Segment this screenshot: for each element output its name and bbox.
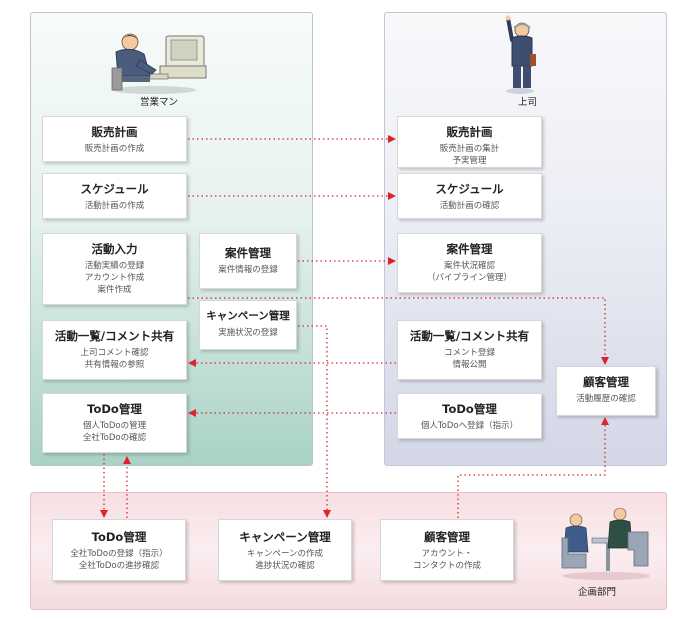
boss-schedule-sub: 活動計画の確認 (439, 201, 500, 211)
manager-raising-hand-icon (505, 15, 536, 94)
sales-activity-list-title: 活動一覧/コメント共有 (54, 329, 175, 343)
boss-sales-plan-title: 販売計画 (446, 125, 493, 139)
arrow-activity-to-customer (188, 297, 609, 365)
dept-campaign-sub: キャンペーンの作成 進捗状況の確認 (246, 549, 324, 571)
boss-activity-list-sub: コメント登録 情報公開 (443, 348, 495, 370)
sales-deal-sub: 案件情報の登録 (218, 265, 278, 275)
sales-role-label: 営業マン (140, 97, 179, 108)
sales-todo-sub: 個人ToDoの管理 全社ToDoの確認 (82, 421, 147, 443)
arrow-dept-customer-up (457, 417, 609, 518)
dept-todo-title: ToDo管理 (91, 530, 147, 544)
sales-campaign-box: キャンペーン管理 実施状況の登録 (199, 300, 297, 350)
sales-todo-title: ToDo管理 (87, 402, 142, 416)
boss-customer-sub: 活動履歴の確認 (576, 394, 636, 404)
sales-schedule-sub: 活動計画の作成 (84, 201, 145, 211)
boss-todo-title: ToDo管理 (442, 402, 497, 416)
activity-input-title: 活動入力 (91, 242, 138, 256)
boss-schedule-box: スケジュール 活動計画の確認 (397, 173, 542, 219)
sales-schedule-box: スケジュール 活動計画の作成 (42, 173, 187, 219)
boss-sales-plan-sub: 販売計画の集計 予実管理 (439, 144, 500, 166)
dept-campaign-title: キャンペーン管理 (239, 530, 331, 544)
sales-schedule-title: スケジュール (80, 182, 149, 196)
dept-customer-box: 顧客管理 アカウント・ コンタクトの作成 (380, 519, 514, 581)
boss-customer-title: 顧客管理 (583, 375, 629, 389)
boss-sales-plan-box: 販売計画 販売計画の集計 予実管理 (397, 116, 542, 168)
dept-customer-title: 顧客管理 (424, 530, 470, 544)
dept-todo-sub: 全社ToDoの登録（指示） 全社ToDoの進捗確認 (70, 549, 168, 571)
boss-deal-sub: 案件状況確認 （パイプライン管理） (426, 261, 512, 283)
boss-deal-title: 案件管理 (446, 242, 493, 256)
sales-campaign-sub: 実施状況の登録 (218, 328, 278, 338)
boss-deal-box: 案件管理 案件状況確認 （パイプライン管理） (397, 233, 542, 293)
sales-plan-sub: 販売計画の作成 (84, 144, 145, 154)
dept-todo-box: ToDo管理 全社ToDoの登録（指示） 全社ToDoの進捗確認 (52, 519, 186, 581)
activity-input-sub: 活動実績の登録 アカウント作成 案件作成 (84, 261, 145, 295)
boss-activity-list-box: 活動一覧/コメント共有 コメント登録 情報公開 (397, 320, 542, 380)
activity-input-box: 活動入力 活動実績の登録 アカウント作成 案件作成 (42, 233, 187, 305)
dept-campaign-box: キャンペーン管理 キャンペーンの作成 進捗状況の確認 (218, 519, 352, 581)
boss-schedule-title: スケジュール (435, 182, 504, 196)
dept-customer-sub: アカウント・ コンタクトの作成 (412, 549, 481, 571)
arrow-campaign-down (298, 325, 331, 518)
sales-campaign-title: キャンペーン管理 (206, 310, 290, 322)
sales-deal-box: 案件管理 案件情報の登録 (199, 233, 297, 289)
sales-activity-list-box: 活動一覧/コメント共有 上司コメント確認 共有情報の参照 (42, 320, 187, 380)
sales-todo-box: ToDo管理 個人ToDoの管理 全社ToDoの確認 (42, 393, 187, 453)
meeting-people-icon (561, 507, 650, 580)
salesman-at-computer-icon (111, 33, 207, 94)
boss-activity-list-title: 活動一覧/コメント共有 (409, 329, 530, 343)
boss-todo-box: ToDo管理 個人ToDoへ登録（指示） (397, 393, 542, 439)
boss-customer-box: 顧客管理 活動履歴の確認 (556, 366, 656, 416)
sales-plan-title: 販売計画 (91, 125, 138, 139)
boss-todo-sub: 個人ToDoへ登録（指示） (420, 421, 519, 431)
sales-deal-title: 案件管理 (225, 246, 271, 260)
sales-activity-list-sub: 上司コメント確認 共有情報の参照 (80, 348, 149, 370)
dept-role-label: 企画部門 (578, 587, 617, 598)
boss-role-label: 上司 (518, 97, 538, 108)
sales-plan-box: 販売計画 販売計画の作成 (42, 116, 187, 162)
